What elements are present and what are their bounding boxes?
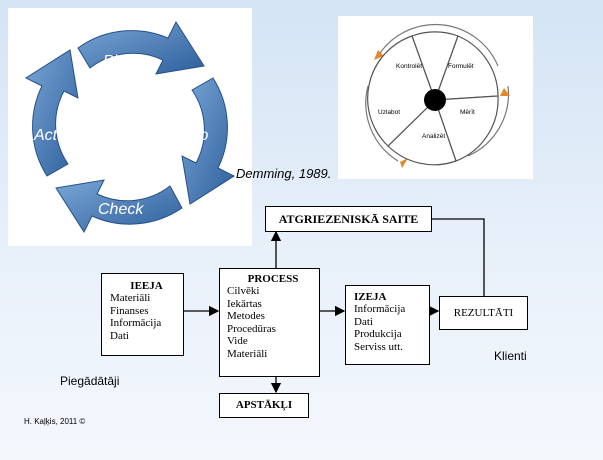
- dial-segment-4: Analizēt: [422, 133, 445, 140]
- input-box: IEEJA Materiāli Finanses Informācija Dat…: [101, 273, 184, 356]
- results-box: REZULTĀTI: [439, 296, 528, 330]
- process-item: Cilvēki: [227, 285, 260, 297]
- output-item: Produkcija: [354, 328, 402, 340]
- input-item: Informācija: [110, 317, 162, 329]
- suppliers-label: Piegādātāji: [60, 374, 120, 388]
- pdca-label-act: Act: [33, 127, 58, 144]
- dial-segment-2: Formulēt: [448, 63, 474, 70]
- output-item: Serviss utt.: [354, 340, 403, 353]
- output-item: Dati: [354, 315, 373, 328]
- process-item: Procedūras: [227, 322, 276, 335]
- results-label: REZULTĀTI: [453, 307, 514, 319]
- process-item: Materiāli: [227, 347, 268, 360]
- improvement-dial-panel: Kontrolēt Formulēt Mērīt Analizēt Uzlabo…: [338, 16, 533, 179]
- input-item: Finanses: [110, 304, 149, 317]
- pdca-arrow-check: [55, 179, 183, 234]
- feedback-label: ATGRIEZENISKĀ SAITE: [278, 212, 419, 226]
- output-item: Informācija: [354, 303, 406, 315]
- pdca-label-check: Check: [98, 201, 144, 218]
- process-item: Iekārtas: [227, 297, 262, 310]
- output-title: IZEJA: [354, 291, 387, 303]
- clients-label: Klienti: [494, 349, 527, 363]
- process-item: Metodes: [227, 310, 265, 322]
- input-item: Dati: [110, 329, 129, 342]
- process-title: PROCESS: [247, 273, 299, 285]
- pdca-arrow-act: [24, 49, 79, 177]
- pdca-label-plan: Plan: [103, 53, 135, 70]
- dial-segment-1: Kontrolēt: [396, 63, 422, 70]
- improvement-dial-graphic: Kontrolēt Formulēt Mērīt Analizēt Uzlabo…: [365, 23, 510, 168]
- output-box: IZEJA Informācija Dati Produkcija Servis…: [345, 285, 430, 365]
- author-credit: H. Kaļķis, 2011 ©: [24, 417, 86, 426]
- pdca-cycle-panel: Plan Do Check Act: [8, 8, 252, 246]
- input-title: IEEJA: [130, 280, 163, 292]
- dial-segment-3: Mērīt: [460, 109, 475, 116]
- pdca-cycle-graphic: Plan Do Check Act: [24, 20, 236, 234]
- pdca-label-do: Do: [188, 127, 209, 144]
- process-item: Vide: [227, 335, 248, 347]
- dial-segment-5: Uzlabot: [378, 109, 400, 116]
- conditions-box: APSTĀKĻI: [219, 393, 309, 418]
- pdca-arrow-plan: [77, 20, 205, 75]
- citation-text: Demming, 1989.: [236, 166, 332, 181]
- feedback-return-line: [432, 218, 485, 296]
- process-box: PROCESS Cilvēki Iekārtas Metodes Procedū…: [219, 268, 320, 377]
- pdca-arrow-do: [181, 77, 236, 205]
- feedback-box: ATGRIEZENISKĀ SAITE: [265, 206, 432, 232]
- conditions-label: APSTĀKĻI: [235, 399, 293, 411]
- dial-center-hub: [424, 89, 446, 111]
- input-item: Materiāli: [110, 292, 151, 304]
